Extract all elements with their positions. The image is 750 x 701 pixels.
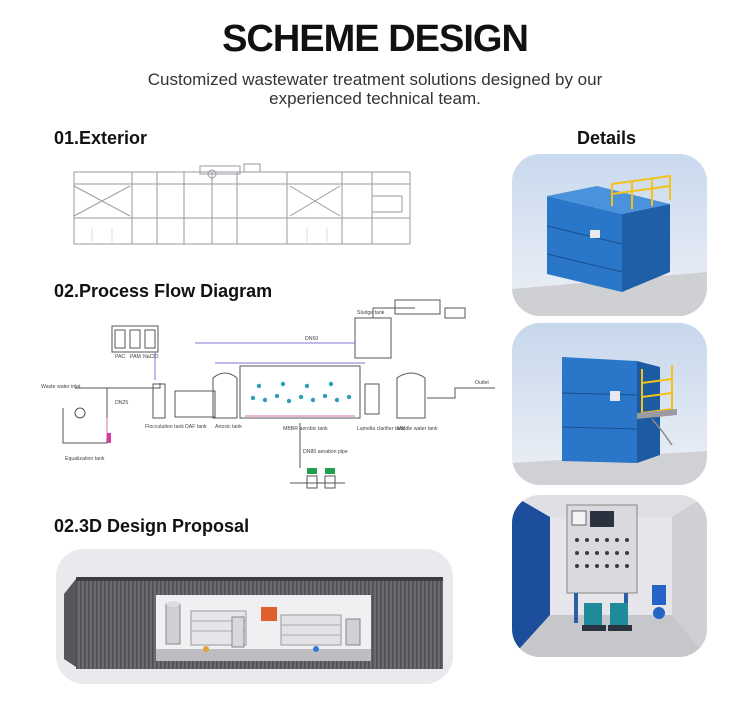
label-lamella-clarifier-tank: Lamella clarifier tank: [357, 426, 405, 432]
label-pam: PAM: [130, 354, 141, 360]
label-waste-water-inlet: Waste water inlet: [41, 384, 81, 390]
label-sludge-tank: Sludge tank: [357, 310, 385, 316]
section-title-exterior: 01.Exterior: [54, 128, 148, 148]
label-pac: PAC: [115, 354, 126, 360]
page-title: SCHEME DESIGN: [222, 18, 529, 60]
label-daf-tank: DAF tank: [185, 424, 207, 430]
label-dn50: DN50: [305, 336, 318, 342]
3d-design-image: [56, 549, 453, 684]
label-naclo: NaClO: [143, 354, 159, 360]
label-dn25: DN25: [115, 400, 128, 406]
label-middle-water-tank: Middle water tank: [397, 426, 438, 432]
detail-image-tank-exterior: [512, 154, 707, 316]
page-subtitle: Customized wastewater treatment solution…: [147, 70, 603, 108]
label-outlet: Outlet: [475, 380, 489, 386]
section-title-details: Details: [577, 128, 637, 148]
exterior-drawing: [72, 160, 412, 250]
section-title-3d-design: 02.3D Design Proposal: [54, 516, 250, 536]
label-flocculation-tank: Flocculation tank: [145, 424, 184, 430]
process-flow-diagram: Waste water inlet Equalization tank DN25…: [35, 288, 500, 503]
label-equalization-tank: Equalization tank: [65, 456, 105, 462]
label-anoxic-tank: Anoxic tank: [215, 424, 242, 430]
detail-image-tank-side: [512, 323, 707, 485]
detail-image-control-room: [512, 495, 707, 657]
label-mbbr-aerobic-tank: MBBR aerobic tank: [283, 426, 328, 432]
section-title-process-flow: 02.Process Flow Diagram: [54, 281, 273, 301]
label-dn80-aeration-pipe: DN80 aeration pipe: [303, 449, 348, 455]
